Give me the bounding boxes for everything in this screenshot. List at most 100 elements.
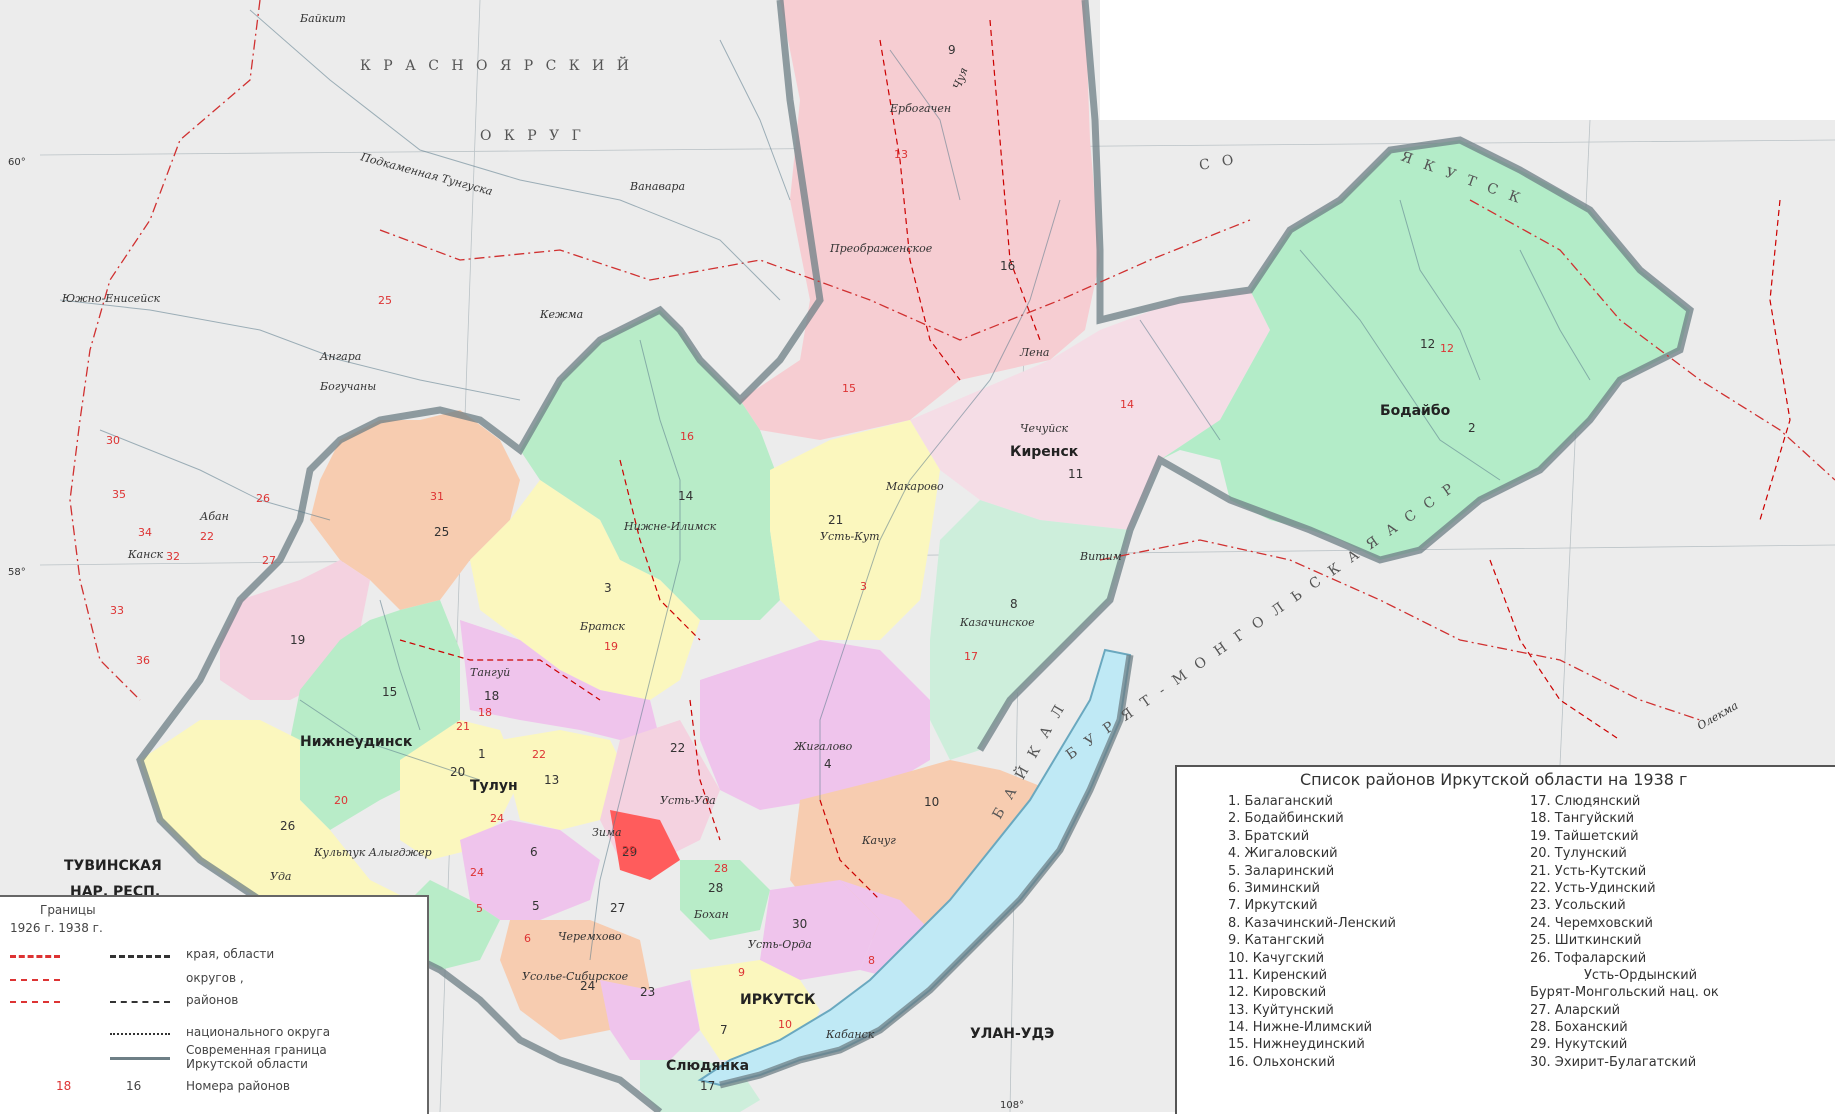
district-tofalar (140, 720, 410, 940)
district-zima (460, 820, 600, 920)
place-uda: Уда (270, 870, 291, 883)
boundaries-row-0: края, области (186, 947, 275, 961)
line-nat-okrug (110, 1033, 170, 1035)
svg-text:16: 16 (1000, 259, 1015, 273)
district-boundary-g (1489, 559, 1621, 741)
district-boundary-b (989, 19, 1041, 341)
place-tangui: Тангуй (470, 666, 510, 679)
district-bratsk (470, 480, 700, 700)
district-list-item: 18. Тангуйский (1530, 811, 1635, 827)
svg-text:15: 15 (842, 382, 856, 395)
district-list-item: 27. Аларский (1530, 1002, 1621, 1018)
district-boundary-h (1759, 199, 1791, 521)
svg-text:6: 6 (530, 845, 538, 859)
svg-text:26: 26 (256, 492, 270, 505)
place-vanavara: Ванавара (629, 180, 685, 193)
svg-text:22: 22 (532, 748, 546, 761)
place-kezhma: Кежма (539, 308, 583, 321)
place-zima: Зима (592, 826, 622, 839)
place-kultuk: Культук Алыгджер (313, 846, 432, 859)
district-bodaibo (1160, 140, 1690, 560)
river-lena: Лена (1019, 346, 1050, 359)
boundaries-key: Границы 1926 г. 1938 г. края, области ок… (0, 895, 429, 1114)
place-baikit: Байкит (299, 12, 346, 25)
svg-text:6: 6 (524, 932, 531, 945)
svg-text:29: 29 (622, 845, 637, 859)
district-nizhne-ilimsk (520, 310, 780, 620)
svg-text:20: 20 (334, 794, 348, 807)
okrug-boundary-3 (1469, 199, 1835, 481)
place-kansk: Канск (127, 548, 163, 561)
place-makarovo: Макарово (885, 480, 944, 493)
place-ust-kut: Усть-Кут (820, 530, 880, 543)
svg-text:31: 31 (430, 490, 444, 503)
oblast-border-south (719, 654, 1134, 1089)
svg-text:18: 18 (478, 706, 492, 719)
place-usolye: Усолье-Сибирское (522, 970, 629, 983)
svg-text:3: 3 (604, 581, 612, 595)
svg-text:12: 12 (1420, 337, 1435, 351)
line-raion-1926 (10, 1001, 60, 1003)
district-list-item: 29. Нукутский (1530, 1037, 1628, 1053)
svg-text:5: 5 (532, 899, 540, 913)
svg-text:12: 12 (1440, 342, 1454, 355)
svg-text:27: 27 (262, 554, 276, 567)
boundaries-row-5: Номера районов (186, 1079, 290, 1093)
district-list-item: 28. Боханский (1530, 1020, 1628, 1036)
svg-text:34: 34 (138, 526, 152, 539)
place-kachug: Качуг (861, 834, 896, 847)
district-bokhan (680, 860, 770, 940)
line-okrug-1926 (10, 979, 60, 981)
district-list-item: 19. Тайшетский (1530, 828, 1639, 844)
district-list-item: 12. Кировский (1228, 985, 1327, 1001)
district-list-item: 22. Усть-Удинский (1530, 880, 1656, 896)
river-vitim: Витим (1079, 550, 1122, 563)
place-slyudyanka: Слюдянка (666, 1058, 749, 1074)
svg-text:24: 24 (490, 812, 504, 825)
okrug-boundary (69, 0, 261, 701)
svg-text:32: 32 (166, 550, 180, 563)
svg-text:20: 20 (450, 765, 465, 779)
district-list-col2: 17. Слюдянский 18. Тангуйский 19. Тайшет… (1530, 793, 1719, 1071)
district-list-item: 23. Усольский (1530, 898, 1626, 914)
district-list-item: 1. Балаганский (1228, 794, 1333, 809)
place-irkutsk: ИРКУТСК (740, 992, 816, 1008)
svg-text:17: 17 (700, 1079, 715, 1093)
svg-text:16: 16 (680, 430, 694, 443)
place-erbogachen: Ербогачен (889, 102, 951, 115)
oblast-border-east (976, 0, 1694, 752)
place-kazachinskoe: Казачинское (959, 616, 1035, 629)
district-list-subheading-2: Бурят-Монгольский нац. ок (1530, 985, 1719, 1001)
district-list-item: 5. Заларинский (1228, 863, 1335, 879)
district-list-box (1175, 765, 1835, 1114)
place-abakan: Абан (199, 510, 229, 523)
place-tulun: Тулун (470, 778, 518, 794)
district-list-item: 6. Зиминский (1228, 880, 1320, 896)
svg-text:8: 8 (1010, 597, 1018, 611)
line-krai-1938 (110, 955, 170, 958)
place-ust-uda: Усть-Уда (660, 794, 716, 807)
district-list-col1: 1. Балаганский 2. Бодайбинский 3. Братск… (1228, 793, 1396, 1071)
svg-text:10: 10 (924, 795, 939, 809)
district-list-item: 25. Шиткинский (1530, 933, 1642, 949)
district-list-item: 15. Нижнеудинский (1228, 1037, 1365, 1053)
place-zhigalovo: Жигалово (793, 740, 853, 753)
svg-text:18: 18 (484, 689, 499, 703)
svg-text:23: 23 (640, 985, 655, 999)
svg-text:21: 21 (456, 720, 470, 733)
svg-text:19: 19 (290, 633, 305, 647)
svg-text:35: 35 (112, 488, 126, 501)
svg-text:26: 26 (280, 819, 295, 833)
svg-text:33: 33 (110, 604, 124, 617)
svg-text:9: 9 (738, 966, 745, 979)
district-list-item: 3. Братский (1228, 828, 1310, 844)
svg-text:28: 28 (708, 881, 723, 895)
district-ehirit (760, 880, 880, 980)
district-tanguy (460, 620, 660, 740)
place-yuzhno-eniseisk: Южно-Енисейск (61, 292, 160, 305)
place-angara: Ангара (319, 350, 361, 363)
svg-text:3: 3 (860, 580, 867, 593)
district-numbers-1938: 9 14 21 3 2 15 18 13 20 26 4 10 6 5 27 2… (280, 43, 1476, 1093)
place-bodaibo: Бодайбо (1380, 403, 1451, 419)
district-list-title: Список районов Иркутской области на 1938… (1300, 770, 1688, 789)
